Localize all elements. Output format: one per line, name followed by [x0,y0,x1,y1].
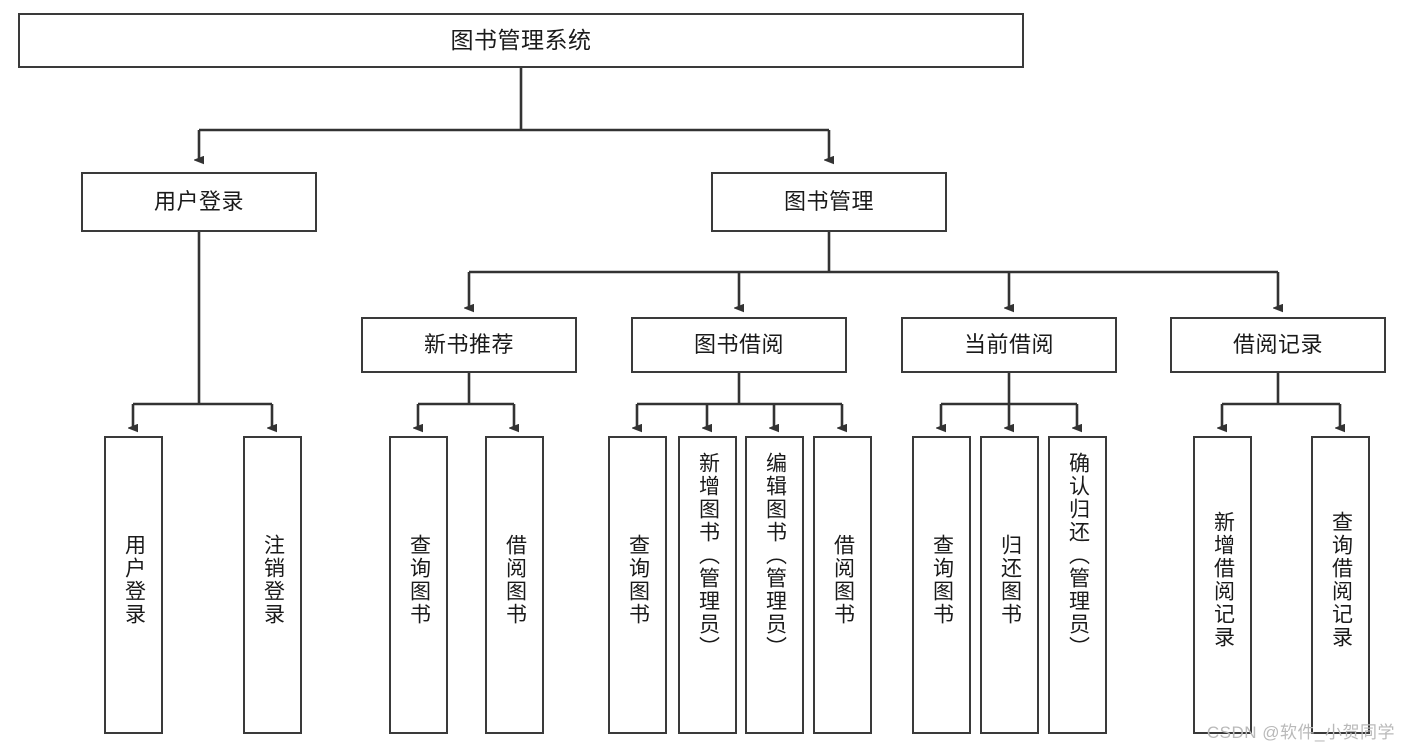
node-label: 归还图书 [998,534,1022,626]
node-label: 图书借阅 [693,332,784,358]
node-leaf-query-book-1[interactable]: 查询图书 [389,436,448,734]
node-borrow-record[interactable]: 借阅记录 [1170,317,1386,373]
node-leaf-confirm-return[interactable]: 确认归还（管理员） [1048,436,1107,734]
node-label: 查询图书 [930,534,954,626]
node-label: 借阅图书 [831,534,855,626]
node-label: 借阅记录 [1232,332,1323,358]
node-leaf-add-book[interactable]: 新增图书（管理员） [678,436,737,734]
node-label: 查询图书 [407,534,431,626]
node-label: 用户登录 [153,189,244,215]
node-label: 当前借阅 [963,332,1054,358]
watermark: CSDN @软件_小贺同学 [1206,723,1395,742]
node-leaf-user-login[interactable]: 用户登录 [104,436,163,734]
node-leaf-borrow-book-1[interactable]: 借阅图书 [485,436,544,734]
node-label: 新增借阅记录 [1211,511,1235,649]
node-leaf-add-record[interactable]: 新增借阅记录 [1193,436,1252,734]
node-label: 查询借阅记录 [1329,511,1353,649]
node-leaf-logout[interactable]: 注销登录 [243,436,302,734]
node-label: 用户登录 [122,534,146,626]
node-root-system[interactable]: 图书管理系统 [18,13,1024,68]
node-label: 注销登录 [261,534,285,626]
node-leaf-return-book[interactable]: 归还图书 [980,436,1039,734]
node-label: 编辑图书（管理员） [763,452,787,659]
node-user-login[interactable]: 用户登录 [81,172,317,232]
node-current-borrow[interactable]: 当前借阅 [901,317,1117,373]
node-label: 图书管理系统 [450,26,592,53]
node-label: 图书管理 [783,189,874,215]
node-leaf-query-record[interactable]: 查询借阅记录 [1311,436,1370,734]
node-leaf-query-book-2[interactable]: 查询图书 [608,436,667,734]
node-label: 新书推荐 [423,332,514,358]
node-leaf-borrow-book-2[interactable]: 借阅图书 [813,436,872,734]
node-book-borrow[interactable]: 图书借阅 [631,317,847,373]
node-label: 确认归还（管理员） [1066,452,1090,659]
node-leaf-edit-book[interactable]: 编辑图书（管理员） [745,436,804,734]
node-label: 新增图书（管理员） [696,452,720,659]
node-book-management[interactable]: 图书管理 [711,172,947,232]
node-label: 查询图书 [626,534,650,626]
node-leaf-query-book-3[interactable]: 查询图书 [912,436,971,734]
node-new-book-recommend[interactable]: 新书推荐 [361,317,577,373]
node-label: 借阅图书 [503,534,527,626]
